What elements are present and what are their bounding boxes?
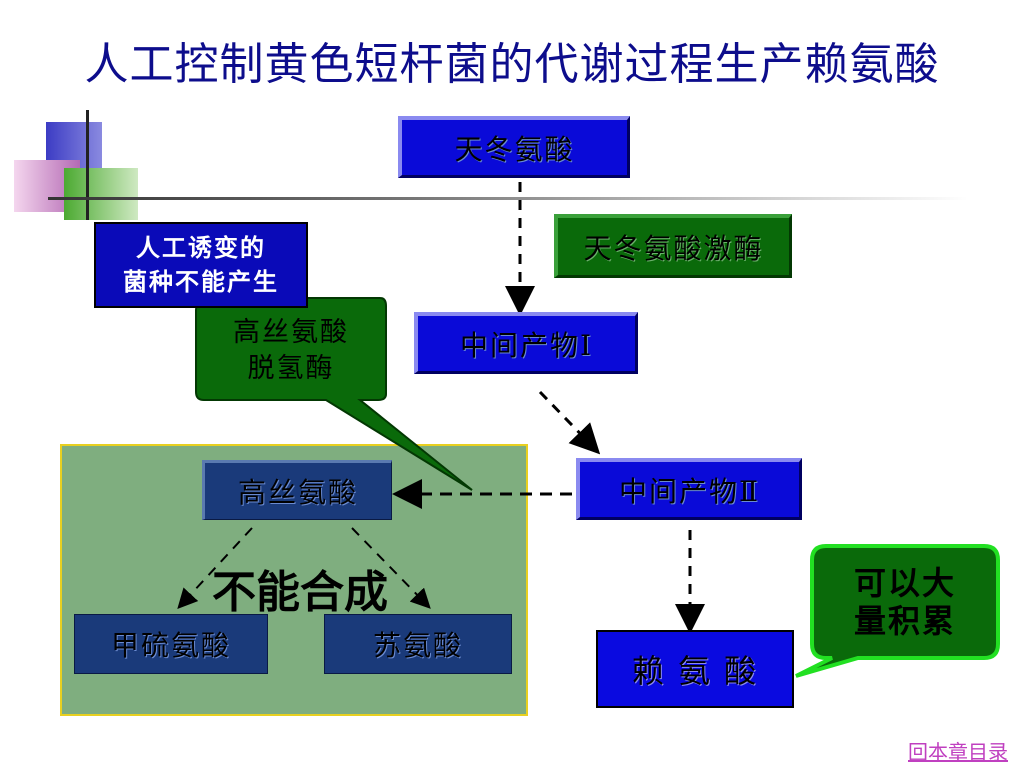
slide-title: 人工控制黄色短杆菌的代谢过程生产赖氨酸 [84,39,940,90]
enzyme-callout-text: 高丝氨酸 脱氢酶 [196,306,386,396]
decorative-horizontal-line [48,197,968,200]
mutant-line-2: 菌种不能产生 [123,267,279,296]
mutant-strain-callout: 人工诱变的 菌种不能产生 [94,222,308,308]
accumulate-callout-text: 可以大 量积累 [812,550,998,654]
node-aspartate: 天冬氨酸 [398,116,630,178]
node-homoserine: 高丝氨酸 [202,460,392,520]
node-intermediate-1: 中间产物Ⅰ [414,312,638,374]
accumulate-line-1: 可以大 [853,564,956,602]
back-to-chapter-link[interactable]: 回本章目录 [908,740,1008,764]
node-lysine: 赖 氨 酸 [596,630,794,708]
decorative-vertical-line [86,110,89,220]
node-intermediate-2: 中间产物Ⅱ [576,458,802,520]
arrow-homoserine-to-threonine [351,527,431,609]
node-threonine: 苏氨酸 [324,614,512,674]
decorative-square-green [64,168,138,220]
cannot-synthesize-label: 不能合成 [212,567,388,618]
mutant-line-1: 人工诱变的 [136,233,266,262]
accumulate-line-2: 量积累 [853,602,956,640]
node-methionine: 甲硫氨酸 [74,614,268,674]
enzyme-line-1: 高丝氨酸 [233,317,349,348]
arrow-intermediate1-to-intermediate2 [538,390,601,455]
accumulate-callout-shape [795,544,1000,678]
node-aspartate-kinase: 天冬氨酸激酶 [554,214,792,278]
enzyme-line-2: 脱氢酶 [247,353,335,384]
